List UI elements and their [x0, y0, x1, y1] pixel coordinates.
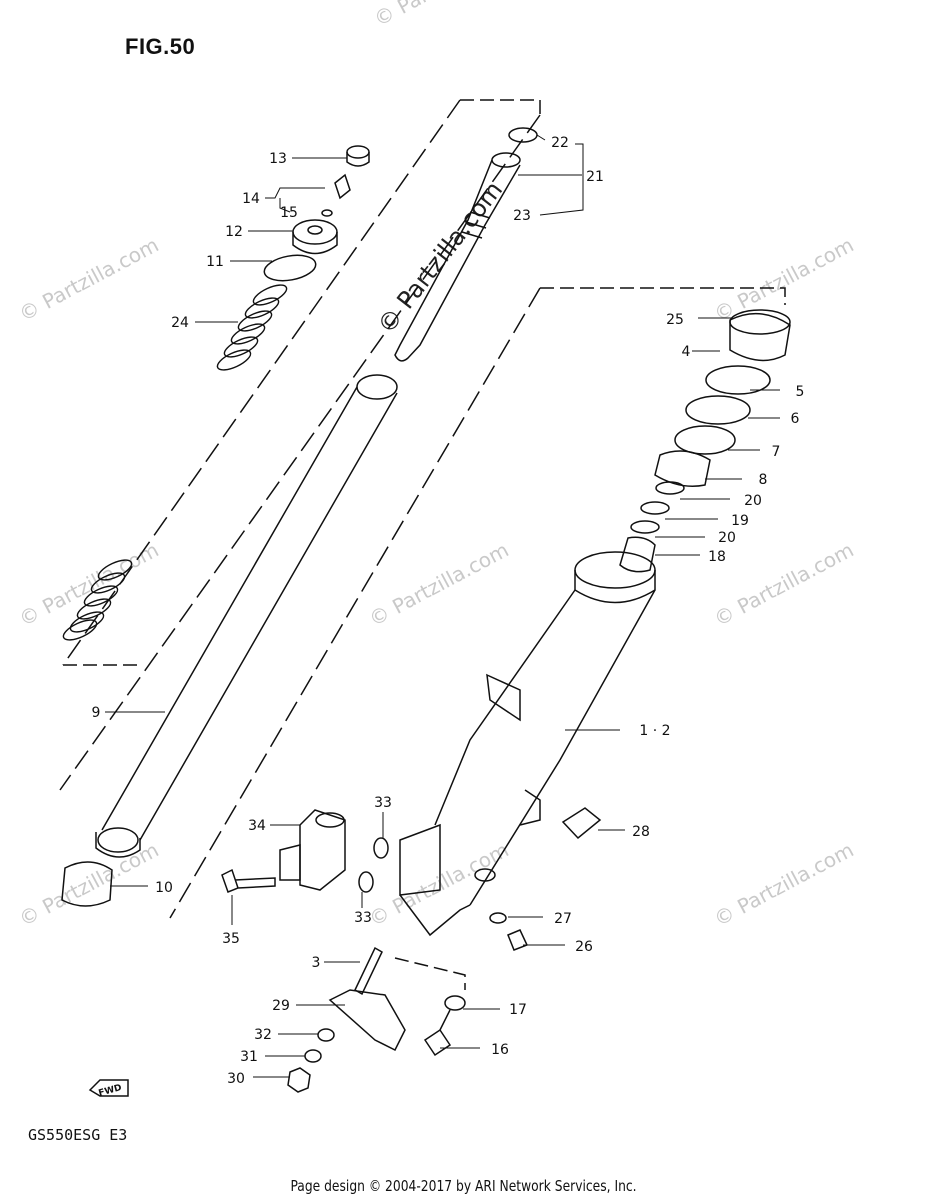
axle-holder [328, 989, 406, 1052]
seal-ring [685, 395, 751, 425]
callout-label: 27 [554, 911, 572, 927]
callout-label: 16 [491, 1042, 509, 1058]
page-footer: Page design © 2004-2017 by ARI Network S… [290, 1177, 637, 1195]
callout-label: 4 [682, 344, 691, 360]
callout-label: 22 [551, 135, 569, 151]
callout-label: 15 [280, 205, 298, 221]
callout-label: 19 [731, 513, 749, 529]
callout-label: 21 [586, 169, 604, 185]
callout-label: 17 [509, 1002, 527, 1018]
washer-small [444, 995, 466, 1011]
callout-label: 7 [772, 444, 781, 460]
inner-fork-tube [95, 374, 398, 858]
callout-label: 11 [206, 254, 224, 270]
nut [287, 1067, 311, 1093]
stopper-ring [705, 365, 771, 395]
bolt [423, 1009, 452, 1057]
callout-label: 32 [254, 1027, 272, 1043]
callout-label: 14 [242, 191, 260, 207]
callout-label: 9 [92, 705, 101, 721]
o-ring-small [373, 837, 389, 859]
callout-label: 5 [796, 384, 805, 400]
callout-label: 20 [744, 493, 762, 509]
callout-label: 3 [312, 955, 321, 971]
callout-label: 31 [240, 1049, 258, 1065]
callout-label: 6 [791, 411, 800, 427]
callout-label: 35 [222, 931, 240, 947]
callout-label: 13 [269, 151, 287, 167]
washer [630, 520, 660, 534]
callout-label: 8 [759, 472, 768, 488]
callout-label: 20 [718, 530, 736, 546]
cap-bolt [292, 145, 370, 255]
washer-small [304, 1049, 322, 1063]
callout-label: 18 [708, 549, 726, 565]
reflector-plate [561, 807, 602, 840]
stud-bolt [354, 946, 383, 996]
washer-small [489, 912, 507, 924]
screw [507, 929, 529, 951]
figure-title: FIG.50 [125, 34, 196, 59]
slide-bushing [61, 861, 113, 907]
oil-seal [619, 536, 656, 573]
fwd-arrow [88, 1079, 129, 1097]
model-code: GS550ESG E3 [28, 1126, 128, 1144]
callout-label: 33 [374, 795, 392, 811]
callout-label: 23 [513, 208, 531, 224]
spacer [654, 450, 711, 487]
o-ring-small [358, 871, 374, 893]
callout-labels: 1 · 2 3 4 5 6 7 8 9 10 11 12 13 14 15 16… [92, 135, 805, 1087]
callout-label: 12 [225, 224, 243, 240]
callout-label: 28 [632, 824, 650, 840]
washer [640, 501, 670, 515]
callout-label: 24 [171, 315, 189, 331]
callout-label: 30 [227, 1071, 245, 1087]
dust-seal [729, 312, 791, 362]
washer [655, 481, 685, 495]
damper-rod [394, 127, 538, 362]
seal-ring [674, 425, 736, 455]
fork-spring [62, 284, 288, 641]
washer-small [317, 1028, 335, 1042]
callout-label: 1 · 2 [639, 723, 670, 739]
callout-label: 10 [155, 880, 173, 896]
callout-label: 25 [666, 312, 684, 328]
axle-bolt [221, 868, 276, 893]
callout-label: 33 [354, 910, 372, 926]
callout-label: 29 [272, 998, 290, 1014]
brake-caliper [279, 809, 346, 891]
callout-label: 26 [575, 939, 593, 955]
callout-label: 34 [248, 818, 266, 834]
o-ring [263, 254, 317, 282]
outer-fork-tube [399, 551, 656, 937]
